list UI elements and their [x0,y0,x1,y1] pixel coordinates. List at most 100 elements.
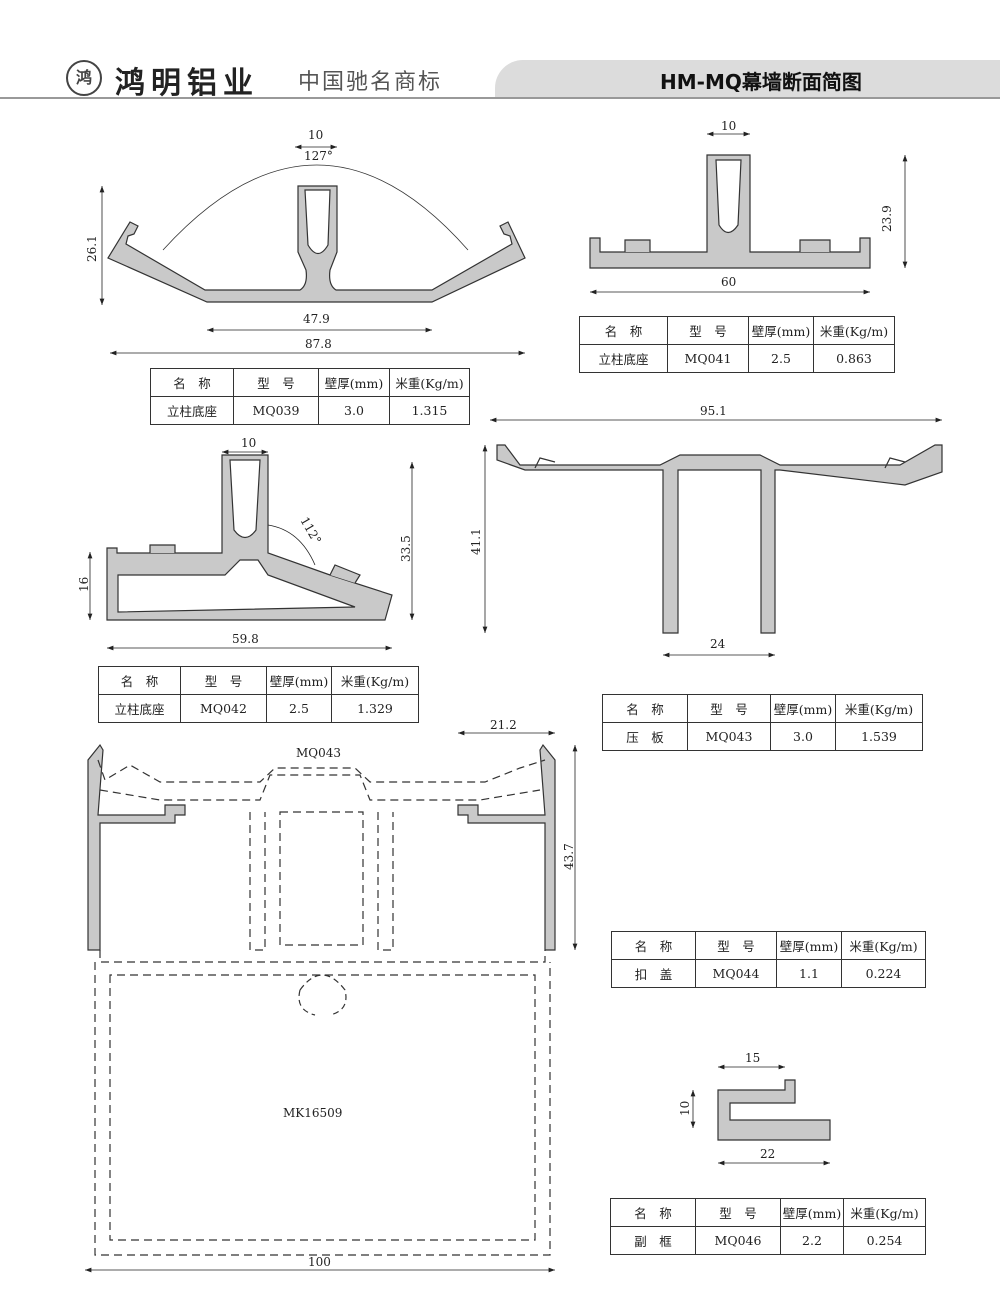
cell-weight: 0.224 [841,959,926,988]
dim-label: 43.7 [562,843,576,870]
profile-mq046 [717,1079,831,1141]
brand-slogan: 中国驰名商标 [298,70,443,95]
column-header: 名 称 [150,368,234,397]
table-header-row: 名 称型 号壁厚(mm)米重(Kg/m) [579,316,895,345]
column-header: 米重(Kg/m) [843,1198,926,1227]
dim-label: 24 [710,637,726,651]
column-header: 型 号 [695,931,777,960]
cell-wall: 3.0 [318,396,390,425]
brand-name: 鸿明铝业 [115,66,259,101]
dim-label: MK16509 [283,1106,342,1120]
profile-mq043 [496,444,943,634]
column-header: 壁厚(mm) [266,666,332,695]
column-header: 名 称 [602,694,688,723]
cell-model: MQ042 [180,694,267,723]
cell-name: 立柱底座 [150,396,234,425]
column-header: 型 号 [180,666,267,695]
column-header: 壁厚(mm) [776,931,842,960]
cell-weight: 0.254 [843,1226,926,1255]
column-header: 名 称 [610,1198,696,1227]
profile-mq044-assembly [87,743,556,1256]
column-header: 名 称 [579,316,668,345]
dim-label: 23.9 [880,205,894,232]
cell-wall: 1.1 [776,959,842,988]
dim-label: 15 [745,1051,760,1065]
cell-name: 立柱底座 [579,344,668,373]
cell-weight: 0.863 [813,344,895,373]
cell-name: 扣 盖 [611,959,696,988]
dim-label: 10 [721,119,736,133]
cell-name: 压 板 [602,722,688,751]
column-header: 米重(Kg/m) [841,931,926,960]
profile-mq039 [107,164,526,303]
dim-label: MQ043 [296,746,341,760]
column-header: 壁厚(mm) [318,368,390,397]
column-header: 米重(Kg/m) [331,666,419,695]
profile-mq041 [589,154,871,269]
cell-name: 副 框 [610,1226,696,1255]
brand-logo: 鸿 [66,60,102,96]
dim-label: 112° [297,515,324,547]
cell-wall: 2.5 [266,694,332,723]
table-header-row: 名 称型 号壁厚(mm)米重(Kg/m) [602,694,923,723]
column-header: 型 号 [667,316,749,345]
column-header: 米重(Kg/m) [389,368,470,397]
column-header: 型 号 [695,1198,781,1227]
dim-label: 10 [308,128,323,142]
cell-model: MQ039 [233,396,319,425]
table-header-row: 名 称型 号壁厚(mm)米重(Kg/m) [150,368,470,397]
table-header-row: 名 称型 号壁厚(mm)米重(Kg/m) [611,931,926,960]
header-divider [0,97,1000,99]
dim-label: 87.8 [305,337,332,351]
dim-label: 60 [721,275,736,289]
column-header: 型 号 [687,694,771,723]
page-title: HM-MQ幕墙断面简图 [660,70,862,94]
column-header: 名 称 [98,666,181,695]
dim-label: 127° [304,149,333,163]
title-tab [495,60,1000,98]
dim-label: 10 [241,436,256,450]
cell-weight: 1.329 [331,694,419,723]
profile-mq042 [106,454,393,621]
column-header: 米重(Kg/m) [835,694,923,723]
column-header: 壁厚(mm) [748,316,814,345]
cell-wall: 3.0 [770,722,836,751]
cell-wall: 2.5 [748,344,814,373]
dim-label: 59.8 [232,632,259,646]
cell-model: MQ043 [687,722,771,751]
cell-model: MQ044 [695,959,777,988]
column-header: 米重(Kg/m) [813,316,895,345]
dim-label: 10 [678,1101,692,1116]
column-header: 壁厚(mm) [770,694,836,723]
cell-model: MQ041 [667,344,749,373]
cell-wall: 2.2 [780,1226,844,1255]
dim-label: 41.1 [469,528,483,555]
dim-label: 21.2 [490,718,517,732]
dim-label: 22 [760,1147,775,1161]
dim-label: 16 [77,577,91,592]
dim-label: 95.1 [700,404,727,418]
dim-label: 26.1 [85,235,99,262]
cell-name: 立柱底座 [98,694,181,723]
cell-weight: 1.539 [835,722,923,751]
table-header-row: 名 称型 号壁厚(mm)米重(Kg/m) [98,666,419,695]
column-header: 壁厚(mm) [780,1198,844,1227]
dim-label: 33.5 [399,535,413,562]
cell-weight: 1.315 [389,396,470,425]
column-header: 型 号 [233,368,319,397]
cell-model: MQ046 [695,1226,781,1255]
dim-label: 100 [308,1255,331,1269]
table-header-row: 名 称型 号壁厚(mm)米重(Kg/m) [610,1198,926,1227]
